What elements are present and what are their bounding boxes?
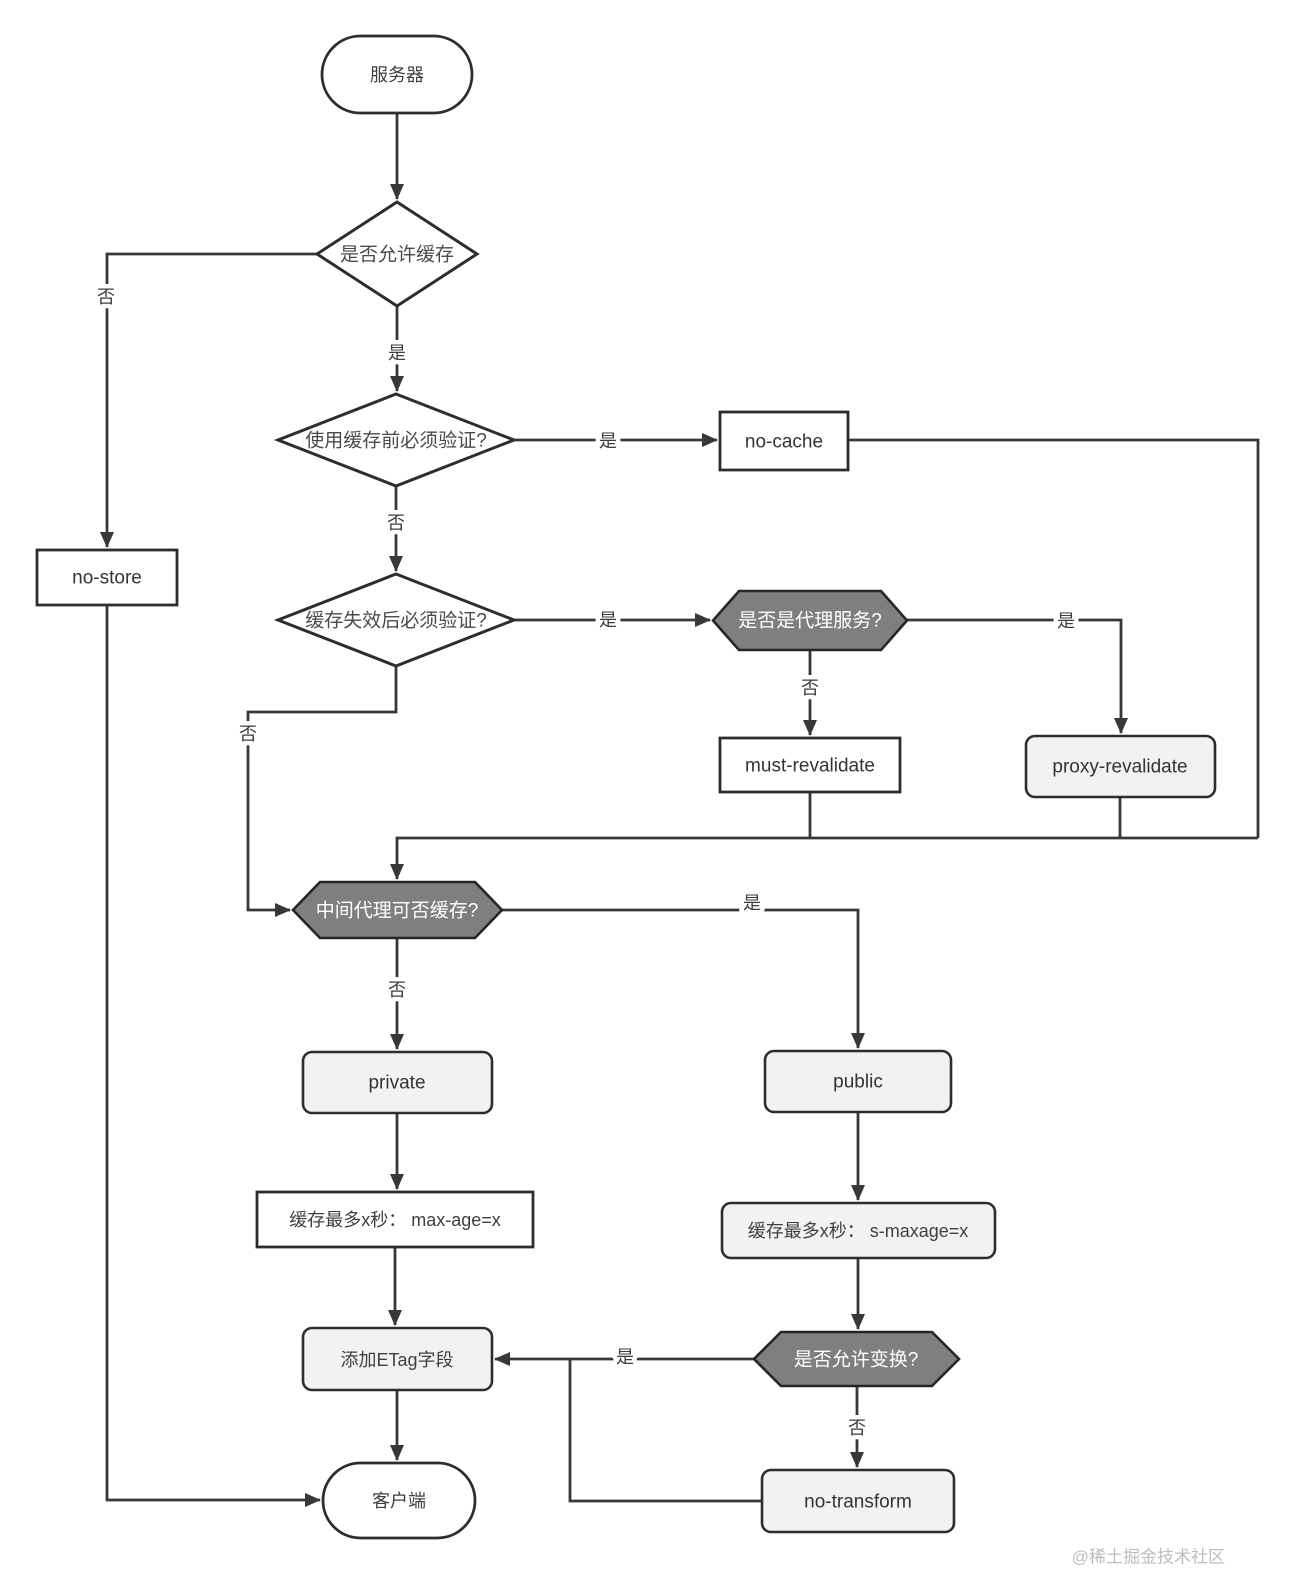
- verify-after-expire-label: 缓存失效后必须验证?: [305, 610, 487, 632]
- edge-collector-to-proxy-can-cache: [390, 836, 1258, 880]
- watermark: @稀土掘金技术社区: [1072, 1548, 1225, 1567]
- private-label: private: [368, 1073, 425, 1094]
- node-add-etag: 添加ETag字段: [301, 1326, 494, 1392]
- edge-label-allow-cache-no: 否: [97, 287, 115, 307]
- allow-cache-shape: [314, 200, 480, 308]
- add-etag-shape: [301, 1326, 494, 1392]
- proxy-revalidate-label: proxy-revalidate: [1052, 757, 1187, 778]
- proxy-can-cache-label: 中间代理可否缓存?: [316, 900, 479, 922]
- public-shape: [763, 1049, 953, 1114]
- allow-cache-label: 是否允许缓存: [340, 244, 454, 266]
- node-no-transform: no-transform: [760, 1468, 956, 1534]
- node-no-store: no-store: [35, 548, 179, 607]
- edge-label-allow-transform-yes: 是: [616, 1347, 634, 1367]
- no-store-label: no-store: [72, 568, 142, 589]
- edge-label-verify-after-no: 否: [239, 724, 257, 744]
- node-verify-after-expire: 缓存失效后必须验证?: [273, 572, 519, 668]
- allow-transform-shape: [752, 1330, 961, 1388]
- is-proxy-service-label: 是否是代理服务?: [738, 610, 882, 632]
- is-proxy-service-shape: [711, 589, 909, 652]
- node-s-maxage: 缓存最多x秒： s-maxage=x: [720, 1201, 997, 1260]
- node-private: private: [301, 1050, 494, 1115]
- verify-after-expire-shape: [273, 572, 519, 668]
- edge-is-proxy-yes: [907, 618, 1128, 734]
- no-store-shape: [35, 548, 179, 607]
- no-transform-shape: [760, 1468, 956, 1534]
- s-maxage-shape: [720, 1201, 997, 1260]
- edge-no-store-to-client: [105, 605, 321, 1507]
- must-revalidate-shape: [718, 736, 902, 794]
- edge-proxy-can-cache-yes: [502, 908, 865, 1049]
- add-etag-label: 添加ETag字段: [340, 1350, 453, 1370]
- node-public: public: [763, 1049, 953, 1114]
- s-maxage-label: 缓存最多x秒： s-maxage=x: [748, 1221, 969, 1241]
- edge-labels: 是 否 是 否 是 否 否 是 否 是 是 否: [93, 283, 1080, 1443]
- edge-label-allow-transform-no: 否: [848, 1418, 866, 1438]
- proxy-can-cache-shape: [291, 880, 504, 940]
- edge-label-proxy-can-cache-no: 否: [388, 980, 406, 1000]
- client-label: 客户端: [372, 1491, 426, 1511]
- server-shape: [320, 34, 474, 115]
- private-shape: [301, 1050, 494, 1115]
- edge-label-is-proxy-no: 否: [801, 678, 819, 698]
- edge-allow-cache-no: [100, 252, 317, 548]
- node-must-revalidate: must-revalidate: [718, 736, 902, 794]
- public-label: public: [833, 1072, 883, 1093]
- no-cache-shape: [718, 410, 850, 472]
- allow-transform-label: 是否允许变换?: [794, 1349, 919, 1371]
- edge-label-allow-cache-yes: 是: [388, 343, 406, 363]
- must-revalidate-label: must-revalidate: [745, 756, 875, 777]
- edge-no-cache-down: [848, 438, 1260, 838]
- edge-label-is-proxy-yes: 是: [1057, 611, 1075, 631]
- node-allow-transform: 是否允许变换?: [752, 1330, 961, 1388]
- node-client: 客户端: [321, 1461, 477, 1540]
- verify-before-use-shape: [273, 392, 519, 488]
- no-transform-label: no-transform: [804, 1492, 912, 1513]
- no-cache-label: no-cache: [745, 432, 823, 453]
- node-is-proxy-service: 是否是代理服务?: [711, 589, 909, 652]
- node-proxy-revalidate: proxy-revalidate: [1024, 734, 1217, 799]
- node-max-age: 缓存最多x秒： max-age=x: [255, 1190, 535, 1249]
- edge-label-verify-before-yes: 是: [599, 431, 617, 451]
- edge-label-verify-before-no: 否: [387, 513, 405, 533]
- client-shape: [321, 1461, 477, 1540]
- max-age-label: 缓存最多x秒： max-age=x: [289, 1210, 501, 1230]
- server-label: 服务器: [370, 65, 424, 85]
- node-proxy-can-cache: 中间代理可否缓存?: [291, 880, 504, 940]
- edge-verify-after-no: [246, 666, 398, 917]
- edge-no-transform-join: [568, 1359, 762, 1503]
- edge-label-verify-after-yes: 是: [599, 610, 617, 630]
- edge-label-proxy-can-cache-yes: 是: [743, 893, 761, 913]
- node-allow-cache: 是否允许缓存: [314, 200, 480, 308]
- max-age-shape: [255, 1190, 535, 1249]
- node-server: 服务器: [320, 34, 474, 115]
- proxy-revalidate-shape: [1024, 734, 1217, 799]
- edges: [100, 113, 1260, 1507]
- verify-before-use-label: 使用缓存前必须验证?: [305, 430, 487, 452]
- node-no-cache: no-cache: [718, 410, 850, 472]
- node-verify-before-use: 使用缓存前必须验证?: [273, 392, 519, 488]
